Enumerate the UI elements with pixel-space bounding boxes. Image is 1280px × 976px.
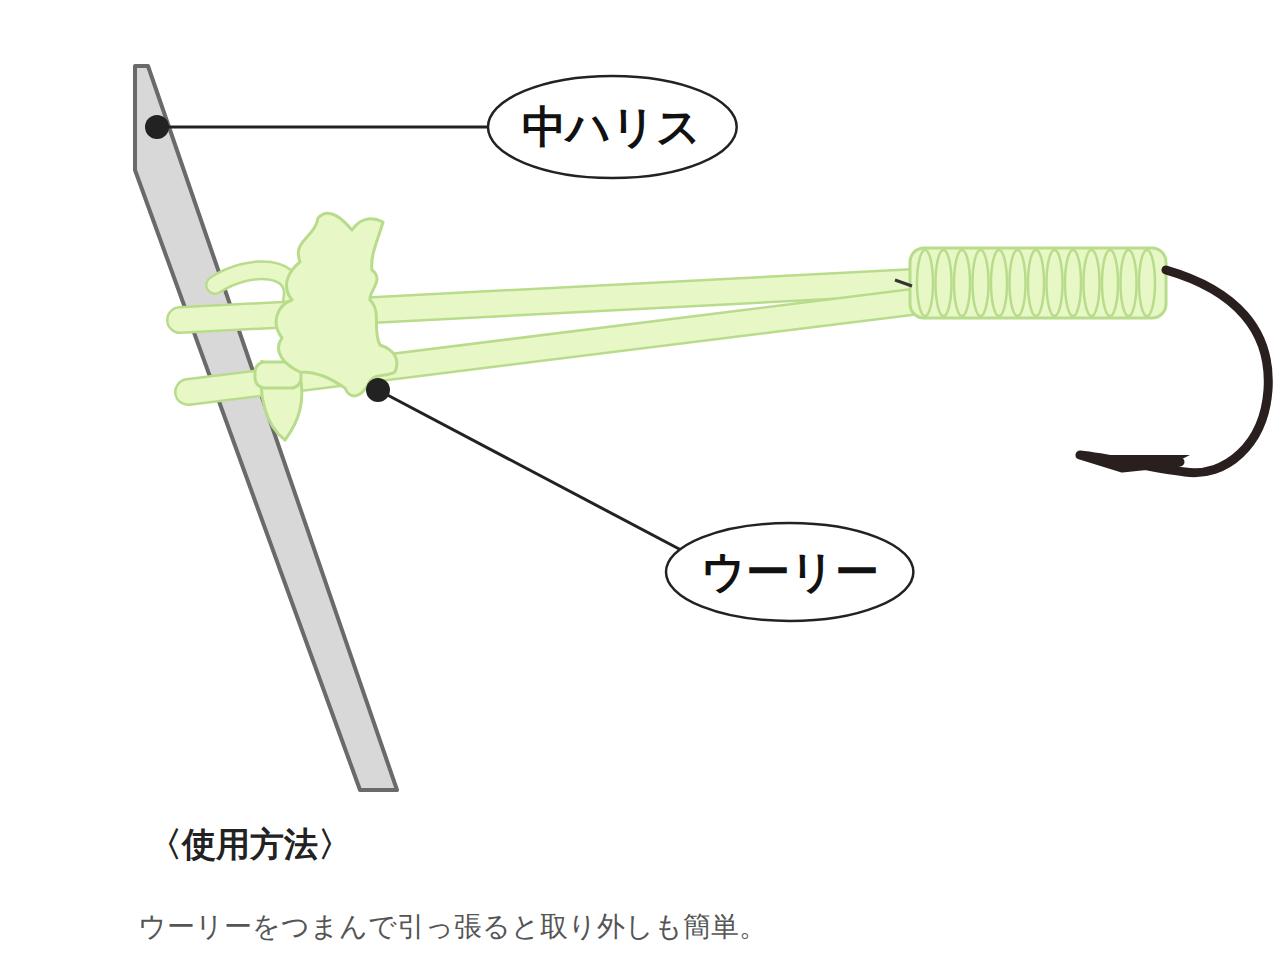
- wrap-turn: [1010, 250, 1026, 316]
- leader-line: [157, 126, 512, 129]
- leader-dot: [145, 115, 169, 139]
- wrap-turn: [1139, 250, 1155, 316]
- wrap-turn: [917, 250, 933, 316]
- wooly-tuft: [276, 213, 397, 396]
- wrap-turn: [1065, 250, 1081, 316]
- leader-dot: [366, 378, 390, 402]
- wrap-turns: [917, 250, 1155, 316]
- wrap-turn: [1084, 250, 1100, 316]
- loop-back-fill: [215, 270, 293, 300]
- wrap-turn: [1121, 250, 1137, 316]
- tag-end: [895, 280, 912, 286]
- hook-barb: [1080, 455, 1190, 470]
- hook: [1080, 270, 1268, 473]
- wrap-turn: [1047, 250, 1063, 316]
- wrap-turn: [973, 250, 989, 316]
- wrap-turn: [936, 250, 952, 316]
- wrap-turn: [954, 250, 970, 316]
- label-ellipse: 中ハリス: [486, 74, 739, 180]
- label-text: ウーリー: [701, 543, 879, 602]
- label-ellipse: ウーリー: [664, 521, 915, 623]
- leader-line: [378, 390, 700, 560]
- wrap-turn: [991, 250, 1007, 316]
- caption: ウーリーをつまんで引っ張ると取り外しも簡単。: [138, 908, 767, 946]
- main-line: [135, 66, 397, 790]
- snell-wrap: [910, 248, 1166, 318]
- loop-back: [215, 270, 293, 300]
- section-title: 〈使用方法〉: [148, 822, 352, 868]
- label-text: 中ハリス: [522, 98, 701, 157]
- wrap-turn: [1102, 250, 1118, 316]
- wrap-turn: [1028, 250, 1044, 316]
